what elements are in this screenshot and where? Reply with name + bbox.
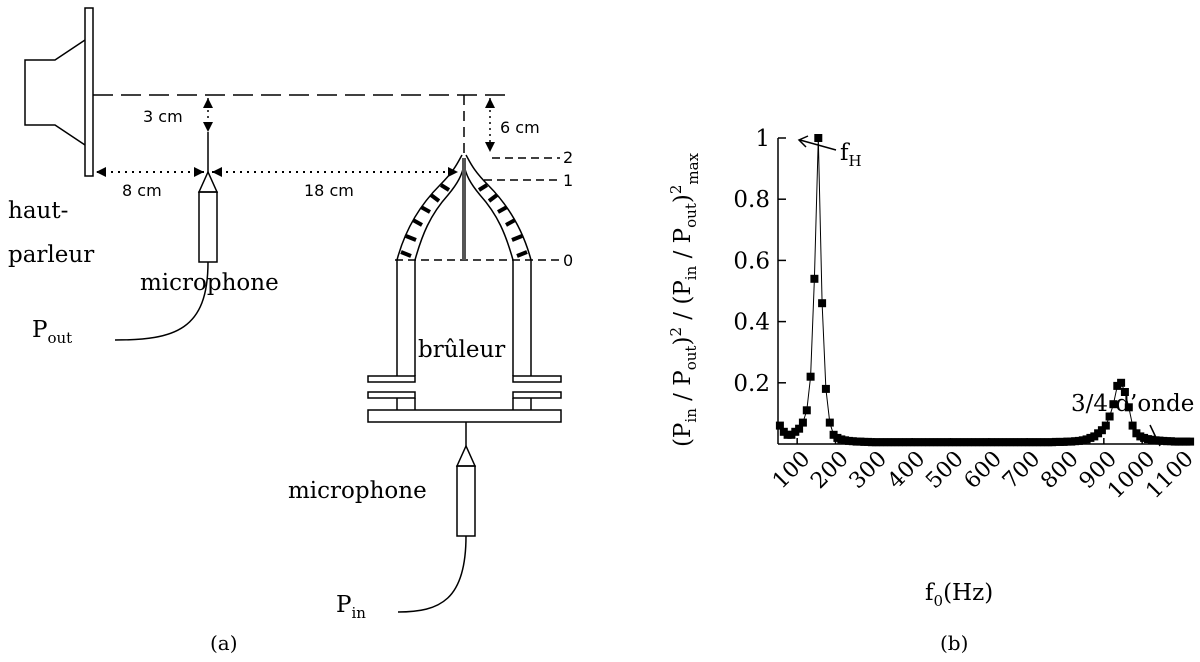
dim-8cm-arrow-left	[96, 167, 106, 177]
x-tick-label: 800	[1036, 447, 1083, 494]
setup-diagram: haut- parleur 3 cm 6 cm 8 cm 18 cm	[8, 7, 573, 655]
x-axis-title: f0(Hz)	[925, 580, 993, 610]
x-tick-label: 700	[998, 447, 1045, 494]
y-tick-label: 0.4	[733, 310, 770, 336]
data-point	[806, 372, 815, 381]
x-tick-label: 300	[845, 447, 892, 494]
p-out-label: Pout	[32, 317, 72, 347]
microphone-top	[114, 132, 219, 341]
speaker-label-line1: haut-	[8, 198, 68, 224]
y-tick-label: 1	[755, 126, 770, 152]
fh-annotation: fH	[840, 140, 862, 170]
flange-left-bottom	[367, 391, 416, 399]
loudspeaker	[24, 7, 94, 177]
data-point	[1186, 437, 1195, 446]
data-point	[1105, 412, 1114, 421]
data-point	[1109, 400, 1118, 409]
data-point	[1124, 403, 1133, 412]
data-point	[802, 406, 811, 415]
data-point	[775, 421, 784, 430]
dim-18cm-arrow-left	[212, 167, 222, 177]
data-point	[1120, 388, 1129, 396]
microphone-bottom	[397, 422, 477, 613]
y-tick-label: 0.8	[733, 187, 770, 213]
series-main	[775, 134, 1195, 447]
data-point	[821, 384, 830, 393]
data-point	[1117, 378, 1126, 387]
dim-8cm-arrow-right	[194, 167, 204, 177]
flange-right-top	[512, 375, 562, 383]
burner-label: brûleur	[418, 337, 505, 363]
burner-base-plate	[367, 409, 562, 423]
data-point	[1101, 421, 1110, 430]
data-point	[1097, 426, 1106, 435]
dim-18cm-arrow-right	[448, 167, 458, 177]
y-ticks: 0.2 0.4 0.6 0.8 1	[733, 126, 786, 397]
response-chart: (Pin / Pout)2 / (Pin / Pout)2max 0.20.40…	[667, 126, 1199, 655]
flame-right-inner	[463, 164, 514, 261]
data-point	[818, 299, 827, 308]
x-tick-label: 500	[921, 447, 968, 494]
data-point	[1128, 421, 1137, 430]
dim-3cm-label: 3 cm	[143, 107, 183, 126]
speaker-cone	[24, 39, 86, 146]
flame-left-inner	[414, 164, 465, 261]
dim-6cm-label: 6 cm	[500, 118, 540, 137]
data-point	[814, 134, 823, 142]
fh-annotation-line	[799, 139, 837, 151]
flame-hatching	[400, 183, 528, 258]
data-point	[825, 418, 834, 427]
burner	[367, 154, 562, 423]
y-axis-title-text: (Pin / Pout)2 / (Pin / Pout)2max	[667, 152, 702, 447]
flame-left-outer	[396, 154, 463, 261]
level-1-label: 1	[563, 171, 573, 190]
dim-6cm-arrow-up	[485, 98, 495, 108]
y-tick-label: 0.6	[733, 248, 770, 274]
p-in-label: Pin	[336, 592, 366, 622]
speaker-plate	[84, 7, 94, 177]
flange-left-top	[367, 375, 416, 383]
dim-6cm-arrow-down	[485, 142, 495, 152]
x-tick-label: 100	[768, 447, 815, 494]
three-quarter-annotation: 3/4 d’onde	[1071, 391, 1194, 417]
quarter-annotation-line	[1149, 424, 1161, 447]
microphone-bottom-label: microphone	[288, 478, 427, 504]
speaker-label-line2: parleur	[8, 242, 94, 268]
level-2-label: 2	[563, 148, 573, 167]
x-tick-label: 600	[960, 447, 1007, 494]
x-tick-label: 400	[883, 447, 930, 494]
data-point	[798, 418, 807, 427]
fh-annotation-arrowhead	[797, 135, 809, 148]
panel-a-caption: (a)	[210, 631, 238, 655]
x-tick-label: 200	[806, 447, 853, 494]
data-point	[795, 424, 804, 433]
dim-3cm-arrow-up	[203, 98, 213, 108]
panel-b-caption: (b)	[940, 631, 968, 655]
y-axis-title: (Pin / Pout)2 / (Pin / Pout)2max	[667, 152, 702, 447]
level-0-label: 0	[563, 251, 573, 270]
dim-18cm-label: 18 cm	[304, 181, 354, 200]
data-point	[810, 274, 819, 283]
microphone-top-label: microphone	[140, 270, 279, 296]
dim-8cm-label: 8 cm	[122, 181, 162, 200]
flange-right-bottom	[512, 391, 562, 399]
y-tick-label: 0.2	[733, 371, 770, 397]
dim-3cm-arrow-down	[203, 122, 213, 132]
flame-right-outer	[465, 154, 532, 261]
